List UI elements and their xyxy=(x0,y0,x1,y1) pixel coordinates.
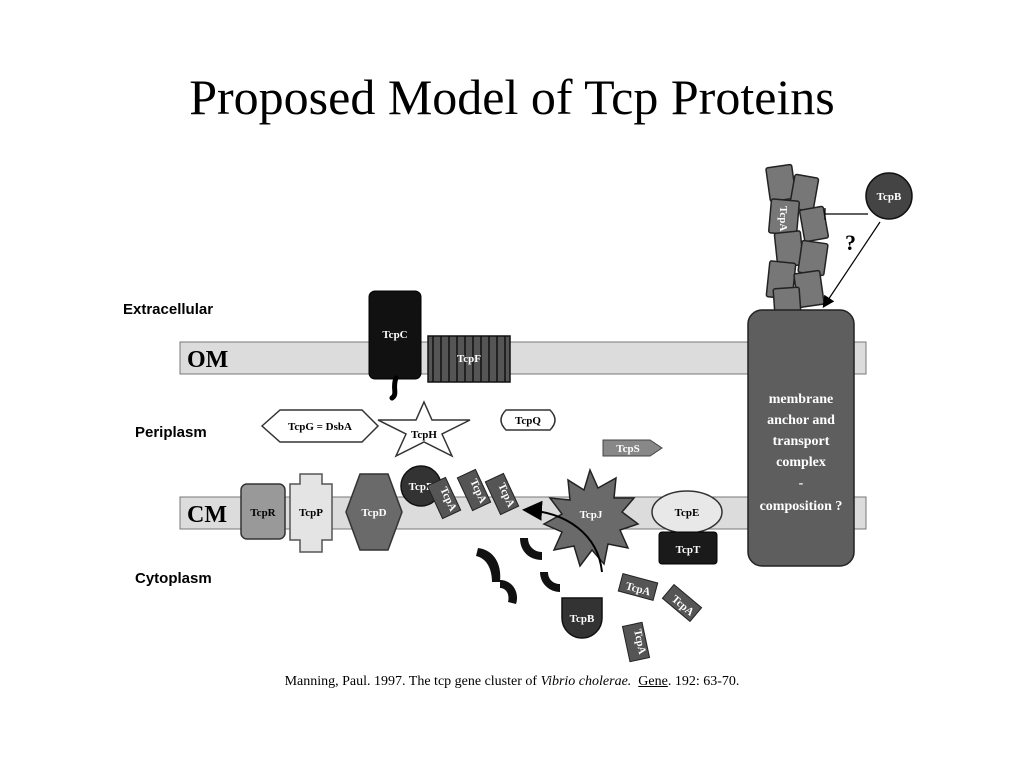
tcpf-shape xyxy=(427,335,511,383)
citation-prefix: Manning, Paul. 1997. The tcp gene cluste… xyxy=(284,674,541,689)
complex-line-1: membrane xyxy=(769,392,834,407)
citation: Manning, Paul. 1997. The tcp gene cluste… xyxy=(0,674,1024,690)
tcpp-label: TcpP xyxy=(299,507,323,519)
complex-line-6: composition ? xyxy=(760,499,843,514)
om-label: OM xyxy=(187,347,228,373)
slide-title: Proposed Model of Tcp Proteins xyxy=(189,69,835,125)
tcph-label: TcpH xyxy=(411,429,437,441)
tcpq-label: TcpQ xyxy=(515,415,541,427)
pilus-stack xyxy=(765,163,830,316)
tcpj-burst xyxy=(542,467,640,568)
complex-line-2: anchor and xyxy=(767,413,835,428)
transport-arrow xyxy=(522,500,603,573)
tcpt-label: TcpT xyxy=(676,544,701,556)
complex-line-3: transport xyxy=(773,434,830,449)
tcpr-shape xyxy=(240,483,286,540)
tcpc-label: TcpC xyxy=(382,329,407,341)
tcph-star xyxy=(377,400,471,458)
tcpg-shape xyxy=(260,409,380,443)
tcpr-label: TcpR xyxy=(250,507,276,519)
tcpg-label: TcpG = DsbA xyxy=(288,421,352,433)
tcpb-cytoplasm-label: TcpB xyxy=(570,613,595,625)
cytoplasm-label: Cytoplasm xyxy=(135,570,212,587)
tcpa-membrane-group xyxy=(426,468,520,520)
tcpb-cytoplasm-shape xyxy=(561,597,603,639)
tcpp-shape xyxy=(289,473,333,553)
transport-complex xyxy=(747,309,855,567)
tcpa-cytoplasm-label-3: TcpA xyxy=(631,628,648,655)
tcpt-shape xyxy=(658,531,718,565)
tcpb-membrane-label: TcpB xyxy=(409,481,434,493)
cleaved-fragments xyxy=(476,538,560,604)
pilus-tcpa-label: TcpA xyxy=(777,206,789,231)
tcpq-shape xyxy=(500,409,556,431)
tcpf-label: TcpF xyxy=(457,353,481,365)
tcpa-cytoplasm-group xyxy=(617,573,703,663)
citation-journal: Gene xyxy=(638,674,668,689)
tcpb-top-circle xyxy=(865,172,913,220)
periplasm-label: Periplasm xyxy=(135,424,207,441)
tcpc-tail xyxy=(389,375,399,401)
tcps-label: TcpS xyxy=(616,443,639,455)
citation-suffix: . 192: 63-70. xyxy=(667,674,740,689)
extracellular-label: Extracellular xyxy=(123,301,213,318)
tcpd-shape xyxy=(345,473,403,551)
tcpe-label: TcpE xyxy=(675,507,700,519)
tcpj-label: TcpJ xyxy=(580,509,603,521)
tcpb-arrow xyxy=(822,221,881,308)
tcpb-top-label: TcpB xyxy=(877,191,902,203)
tcpd-label: TcpD xyxy=(361,507,386,519)
complex-line-5: - xyxy=(799,476,804,491)
tcps-shape xyxy=(602,439,663,457)
citation-species: Vibrio cholerae. xyxy=(540,674,632,689)
complex-line-4: complex xyxy=(776,455,826,470)
question-mark: ? xyxy=(845,230,856,255)
cm-label: CM xyxy=(187,502,227,528)
